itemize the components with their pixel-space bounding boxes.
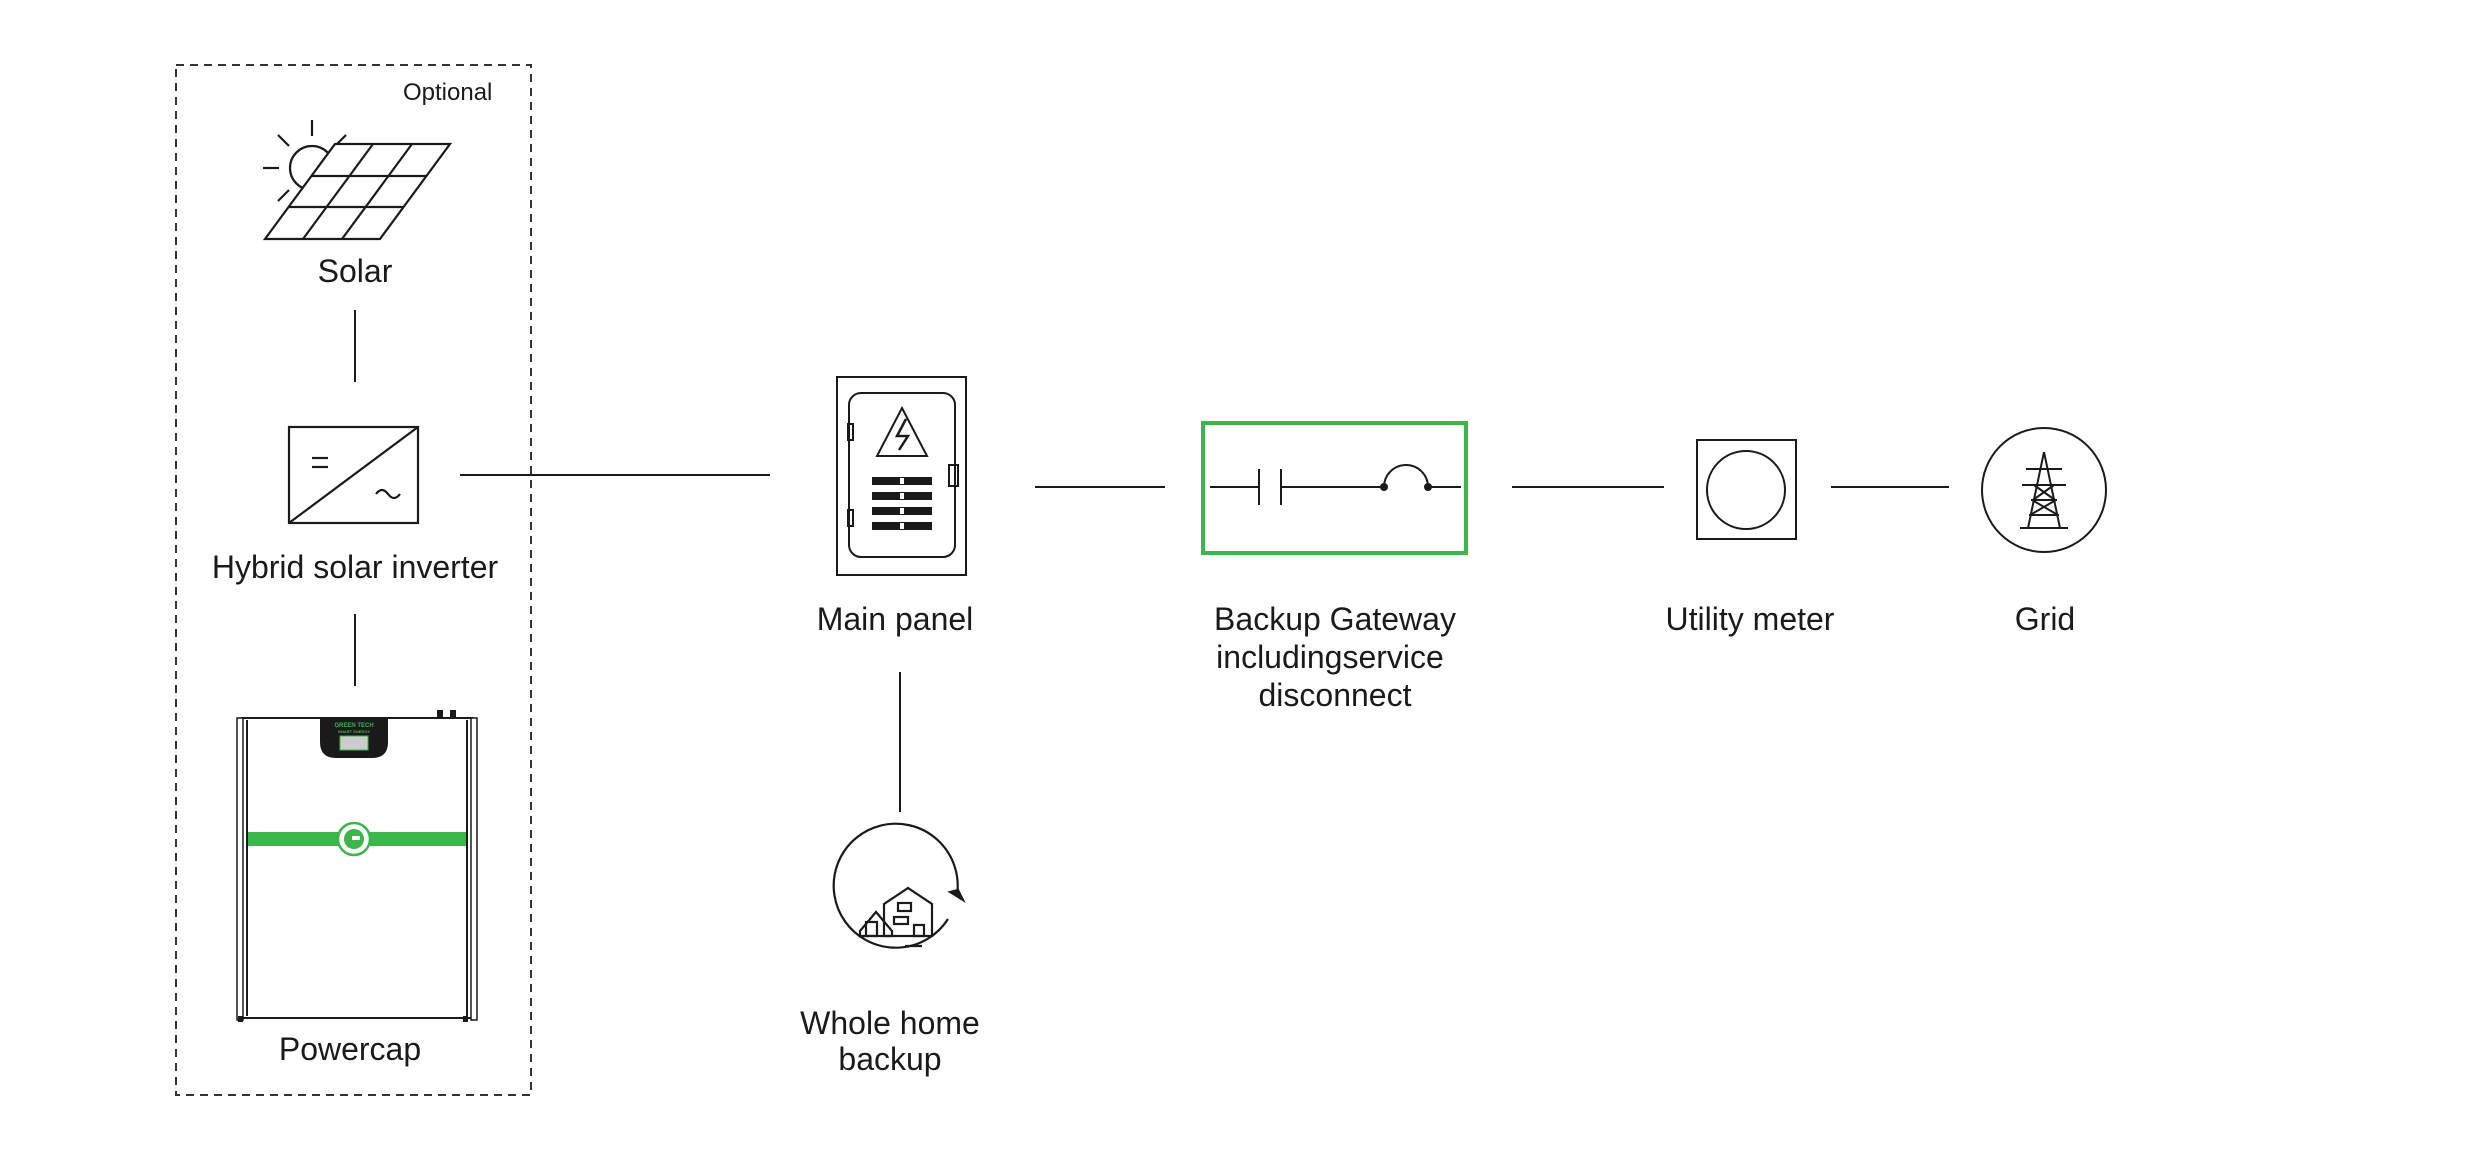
grid-label: Grid bbox=[2014, 601, 2076, 637]
powercap-label: Powercap bbox=[278, 1031, 422, 1067]
whole-home-label-line2: backup bbox=[838, 1041, 942, 1077]
gateway-label-line3: disconnect bbox=[1258, 677, 1412, 713]
solar-label: Solar bbox=[317, 253, 393, 289]
gateway-switch-icon bbox=[1201, 421, 1468, 555]
home-backup-icon bbox=[832, 822, 966, 949]
optional-label: Optional bbox=[403, 79, 493, 106]
meter-icon bbox=[1696, 439, 1797, 540]
whole-home-label-line1: Whole home bbox=[800, 1005, 980, 1041]
battery-icon bbox=[236, 710, 478, 1022]
panel-breaker-dividers bbox=[900, 478, 904, 529]
main-panel-label: Main panel bbox=[816, 601, 974, 637]
inverter-icon bbox=[287, 425, 420, 525]
brand-line2: SMART ENERGY bbox=[338, 729, 371, 734]
gateway-label-line2: includingservice bbox=[1216, 639, 1444, 675]
optional-group-border bbox=[175, 64, 532, 1096]
electrical-panel-icon bbox=[836, 376, 967, 576]
brand-line1: GREEN TECH bbox=[334, 723, 373, 729]
gateway-label: Backup Gateway includingservice disconne… bbox=[1175, 600, 1495, 714]
solar-panel-icon bbox=[262, 120, 453, 241]
gateway-label-line1: Backup Gateway bbox=[1214, 601, 1456, 637]
transmission-tower-icon bbox=[1981, 427, 2107, 553]
whole-home-label: Whole home backup bbox=[780, 1005, 1000, 1077]
panel-breakers bbox=[872, 477, 932, 530]
utility-meter-label: Utility meter bbox=[1665, 601, 1835, 637]
inverter-label: Hybrid solar inverter bbox=[211, 549, 499, 585]
